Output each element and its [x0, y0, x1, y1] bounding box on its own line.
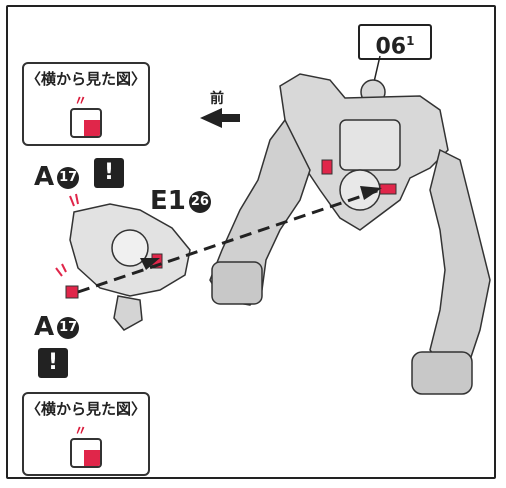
part-number-circle: 17 [57, 316, 80, 339]
assembly-guide-line [77, 188, 381, 294]
warning-icon: ! [38, 348, 68, 378]
hip-part-illustration [69, 203, 191, 331]
side-view-title: 〈横から見た図〉 [25, 70, 146, 88]
part-letter: A [34, 162, 55, 192]
alert-ticks-icon: 〃 [74, 424, 88, 439]
part-number-circle: 26 [188, 190, 211, 213]
warning-icon: ! [94, 158, 124, 188]
step-number: 06 [375, 34, 407, 60]
side-view-part-icon [70, 438, 102, 468]
part-letter: E1 [150, 186, 186, 216]
part-letter: A [34, 312, 55, 342]
guide-arrow-icon [140, 258, 160, 270]
alert-ticks-icon: 〃 [74, 94, 88, 109]
instruction-frame [6, 5, 496, 479]
side-view-box-bottom: 〈横から見た図〉 〃 [22, 392, 150, 476]
alert-ticks-icon [55, 193, 79, 277]
frame-body-illustration [209, 73, 491, 395]
front-arrow-icon [200, 108, 240, 128]
side-view-part-icon [70, 108, 102, 138]
front-direction-label: 前 [210, 91, 224, 107]
step-number-tag: 061 [358, 24, 432, 60]
step-sub: 1 [406, 34, 415, 48]
guide-arrow-icon [360, 186, 382, 200]
side-view-box-top: 〈横から見た図〉 〃 [22, 62, 150, 146]
side-view-title: 〈横から見た図〉 [25, 400, 146, 418]
part-number-circle: 17 [57, 166, 80, 189]
